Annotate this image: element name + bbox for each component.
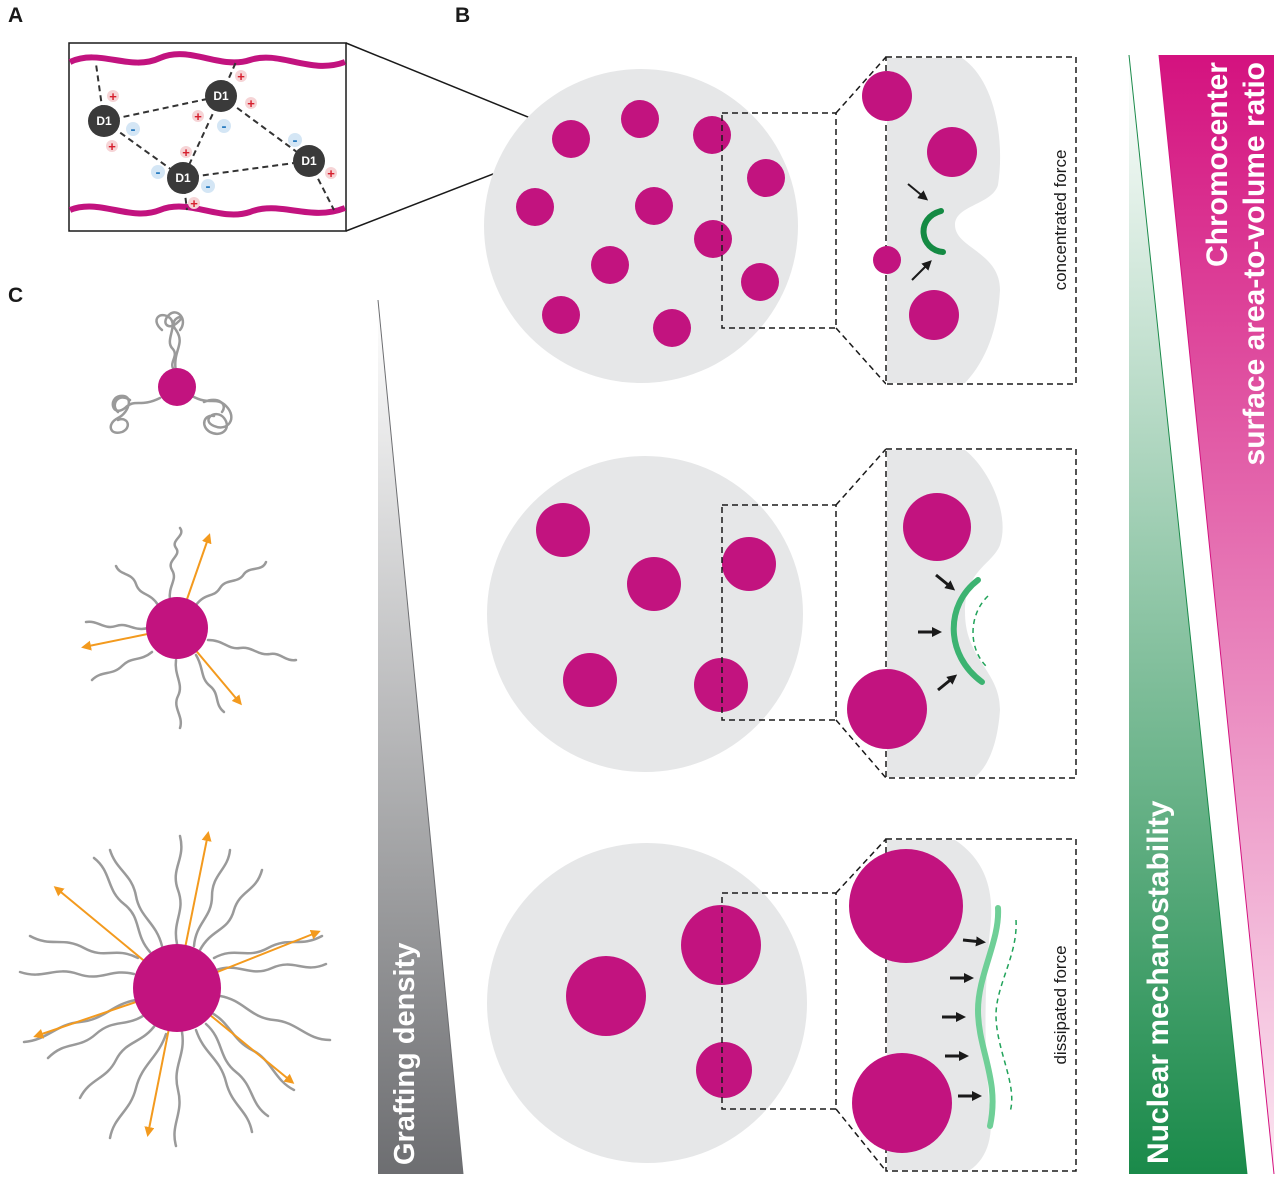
negative-charge: - [201, 178, 215, 195]
nuclear-mechanostability-wedge: Nuclear mechanostability [1128, 54, 1248, 1175]
membrane-deflection [950, 577, 985, 685]
svg-text:D1: D1 [301, 154, 317, 168]
d1-node: D1 [293, 145, 325, 177]
svg-text:-: - [293, 132, 298, 149]
grafting-density-wedge: Grafting density [377, 299, 464, 1175]
nucleus-medium-chromocenters [487, 448, 887, 779]
panel-label-c: C [8, 284, 23, 307]
medium-grafting-particle [81, 526, 298, 730]
low-grafting-particle [109, 311, 233, 435]
zoom-box-concentrated: concentrated force [862, 56, 1077, 385]
concentrated-force-label: concentrated force [1051, 150, 1070, 291]
svg-text:-: - [131, 121, 136, 138]
svg-text:+: + [182, 145, 190, 160]
negative-charge: - [126, 121, 140, 138]
panel-label-b: B [455, 4, 470, 27]
membrane-flat [974, 905, 1002, 1129]
membrane-indentation [920, 208, 946, 255]
svg-text:+: + [108, 139, 116, 154]
svg-text:+: + [247, 96, 255, 111]
nucleus-small-chromocenters [484, 56, 887, 385]
d1-node: D1 [205, 80, 237, 112]
chromocenter-group [536, 503, 776, 712]
nuclear-mechanostability-label: Nuclear mechanostability [1142, 800, 1175, 1164]
panel-label-a: A [8, 4, 23, 27]
svg-text:D1: D1 [213, 89, 229, 103]
positive-charge: + [180, 145, 192, 160]
dna-strand-top [68, 51, 347, 69]
negative-charge: - [217, 118, 231, 135]
positive-charge: + [235, 69, 247, 84]
svg-text:-: - [206, 178, 211, 195]
svg-text:+: + [190, 196, 198, 211]
force-arrow [911, 260, 932, 281]
svg-text:D1: D1 [96, 114, 112, 128]
force-arrow [907, 183, 929, 201]
chromocenter-label-line2: surface area-to-volume ratio [1238, 62, 1271, 465]
negative-charge: - [288, 132, 302, 149]
svg-text:-: - [222, 118, 227, 135]
svg-text:+: + [237, 69, 245, 84]
positive-charge: + [245, 96, 257, 111]
svg-text:+: + [327, 166, 335, 181]
chromocenter-label-line1: Chromocenter [1201, 62, 1234, 267]
negative-charge: - [151, 164, 165, 181]
svg-text:D1: D1 [175, 171, 191, 185]
positive-charge: + [107, 89, 119, 104]
grafting-density-label: Grafting density [389, 943, 421, 1165]
d1-node: D1 [88, 105, 120, 137]
nucleus-large-chromocenters [487, 838, 887, 1172]
high-grafting-particle [18, 831, 332, 1148]
force-arrow [937, 674, 958, 692]
dissipated-force-label: dissipated force [1051, 945, 1070, 1064]
svg-text:+: + [194, 109, 202, 124]
positive-charge: + [325, 166, 337, 181]
svg-text:-: - [156, 164, 161, 181]
force-arrow [962, 936, 986, 947]
svg-text:+: + [109, 89, 117, 104]
d1-node: D1 [167, 162, 199, 194]
zoom-box-dissipated: dissipated force [849, 838, 1077, 1172]
dna-strand-bottom [68, 203, 347, 218]
positive-charge: + [106, 139, 118, 154]
positive-charge: + [188, 196, 200, 211]
zoom-box-intermediate [847, 448, 1077, 779]
positive-charge: + [192, 109, 204, 124]
chromocenter-group [566, 905, 761, 1098]
chromocenter-ratio-wedge: Chromocenter surface area-to-volume rati… [1158, 54, 1275, 1175]
panel-a-inset: D1 D1 D1 D1 + + - + + + - + - - + - + [68, 42, 556, 232]
force-arrow [935, 573, 956, 591]
